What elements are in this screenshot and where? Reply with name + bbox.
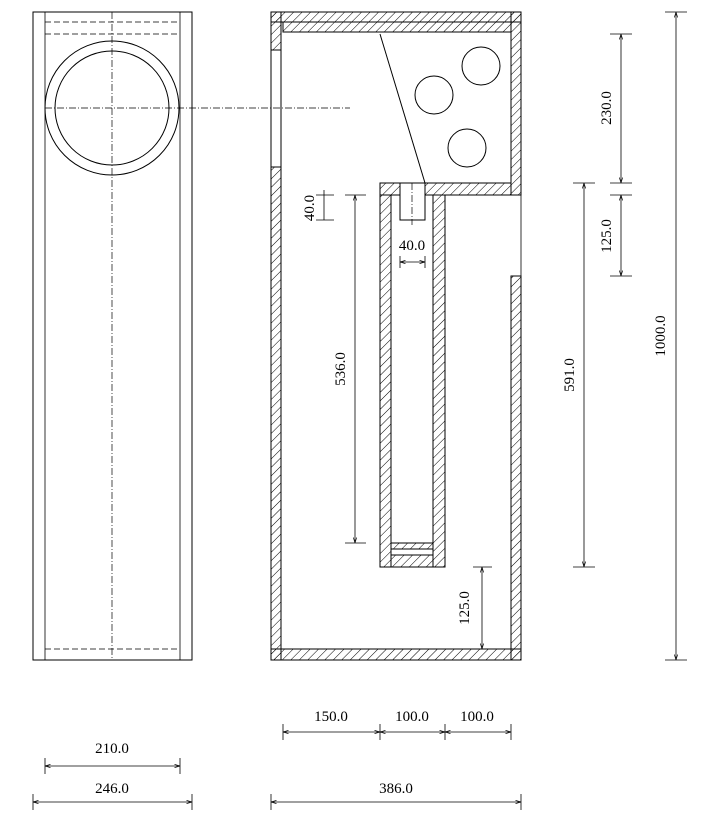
driver-hole-2: [461, 46, 501, 86]
driver-hole-3: [447, 128, 487, 168]
driver-hole-1: [414, 75, 454, 115]
dim-label-591: 591.0: [562, 358, 578, 392]
left-wall-upper: [270, 11, 282, 51]
left-wall-lower: [270, 166, 282, 661]
dim-label-246: 246.0: [95, 781, 129, 797]
top-inner-shelf: [282, 21, 512, 33]
dim-label-230: 230.0: [599, 91, 615, 125]
bottom-wall: [270, 648, 522, 661]
dim-label-100-b: 100.0: [460, 709, 494, 725]
inner-tube-wall-left: [379, 194, 392, 568]
dim-label-210: 210.0: [95, 741, 129, 757]
inner-tube-bottom: [390, 554, 434, 568]
dim-label-40-horizontal: 40.0: [399, 238, 425, 254]
dim-label-125-port: 125.0: [599, 219, 615, 253]
dim-label-536: 536.0: [333, 352, 349, 386]
dimension-lines: 230.0 125.0 591.0 1000.0 40.0 40.0 536.0: [32, 11, 687, 810]
front-view: [32, 11, 350, 661]
dim-label-125-bottom: 125.0: [457, 591, 473, 625]
front-outer-panel: [32, 11, 193, 661]
inner-tube-bottom-plug: [390, 542, 434, 550]
dim-label-100-a: 100.0: [395, 709, 429, 725]
top-wall: [270, 11, 522, 23]
dim-label-1000: 1000.0: [653, 315, 669, 356]
inner-tube-wall-right: [432, 194, 446, 568]
chamber-divider-right: [424, 182, 512, 196]
vent-slot: [399, 182, 426, 221]
front-baffle-recess: [270, 49, 282, 168]
side-section-view: [270, 11, 522, 661]
dim-label-40-vertical: 40.0: [302, 195, 318, 221]
chamber-divider-left: [379, 182, 401, 196]
chamber-diagonal: [379, 33, 426, 184]
dim-label-386: 386.0: [379, 781, 413, 797]
right-wall-upper: [510, 11, 522, 196]
right-wall-lower: [510, 275, 522, 661]
dim-label-150: 150.0: [314, 709, 348, 725]
